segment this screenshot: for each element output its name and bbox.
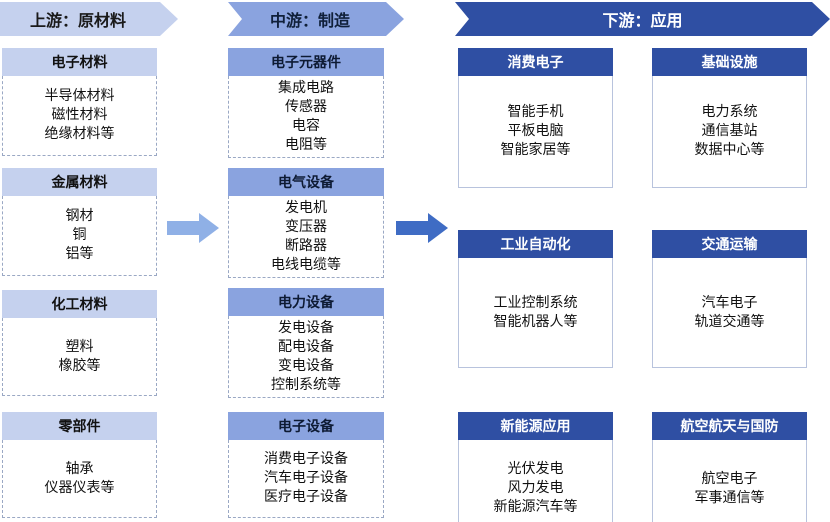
card-item: 汽车电子设备	[264, 470, 348, 486]
stage-banner-midstream: 中游：制造	[228, 2, 404, 36]
card-item: 航空电子	[701, 470, 758, 487]
card-item: 电阻等	[285, 136, 327, 153]
card-item: 传感器	[285, 98, 327, 115]
card-item: 电力系统	[701, 104, 758, 120]
card-title: 交通运输	[652, 230, 807, 258]
card-item: 绝缘材料等	[44, 126, 115, 142]
card-body: 工业控制系统 智能机器人等	[458, 258, 613, 368]
downstream-card-consumer-electronics: 消费电子 智能手机 平板电脑 智能家居等	[458, 48, 613, 188]
flow-arrow-upstream-to-midstream	[167, 213, 219, 243]
card-title: 消费电子	[458, 48, 613, 76]
stage-label-midstream: 中游：制造	[270, 11, 351, 30]
upstream-card-chemical-materials: 化工材料 塑料 橡胶等	[2, 290, 157, 396]
card-item: 铜	[72, 227, 87, 243]
card-body: 消费电子设备 汽车电子设备 医疗电子设备	[228, 440, 384, 518]
upstream-card-electronic-materials: 电子材料 半导体材料 磁性材料 绝缘材料等	[2, 48, 157, 156]
card-item: 平板电脑	[507, 123, 564, 139]
card-item: 汽车电子	[701, 294, 758, 311]
card-item: 集成电路	[278, 79, 334, 96]
card-item: 智能手机	[507, 104, 564, 120]
card-title: 电子设备	[228, 412, 384, 440]
card-item: 半导体材料	[44, 88, 115, 104]
card-body: 光伏发电 风力发电 新能源汽车等	[458, 440, 613, 522]
card-item: 橡胶等	[58, 357, 101, 374]
card-item: 钢材	[65, 208, 94, 224]
card-title: 金属材料	[2, 168, 157, 196]
card-item: 发电机	[285, 199, 327, 216]
card-title: 电子元器件	[228, 48, 384, 76]
card-title: 工业自动化	[458, 230, 613, 258]
card-title: 电力设备	[228, 288, 384, 316]
card-item: 军事通信等	[694, 489, 765, 506]
midstream-card-electronic-equipment: 电子设备 消费电子设备 汽车电子设备 医疗电子设备	[228, 412, 384, 518]
card-item: 新能源汽车等	[493, 499, 578, 515]
stage-label-downstream: 下游：应用	[602, 11, 683, 30]
stage-banner-upstream: 上游：原材料	[0, 2, 178, 36]
card-title: 基础设施	[652, 48, 807, 76]
card-item: 断路器	[285, 237, 327, 254]
card-item: 通信基站	[701, 123, 758, 139]
card-item: 配电设备	[278, 338, 334, 355]
card-body: 半导体材料 磁性材料 绝缘材料等	[2, 76, 157, 156]
downstream-card-new-energy: 新能源应用 光伏发电 风力发电 新能源汽车等	[458, 412, 613, 522]
midstream-card-electronic-components: 电子元器件 集成电路 传感器 电容 电阻等	[228, 48, 384, 158]
card-body: 集成电路 传感器 电容 电阻等	[228, 76, 384, 158]
downstream-card-aerospace-defense: 航空航天与国防 航空电子 军事通信等	[652, 412, 807, 522]
stage-label-upstream: 上游：原材料	[30, 11, 127, 30]
card-item: 轨道交通等	[694, 313, 765, 330]
card-item: 数据中心等	[694, 142, 765, 158]
card-title: 零部件	[2, 412, 157, 440]
card-body: 轴承 仪器仪表等	[2, 440, 157, 518]
card-item: 轴承	[65, 460, 94, 477]
card-title: 新能源应用	[458, 412, 613, 440]
downstream-card-transportation: 交通运输 汽车电子 轨道交通等	[652, 230, 807, 368]
card-item: 变电设备	[278, 357, 334, 374]
card-item: 铝等	[65, 246, 94, 262]
card-body: 发电设备 配电设备 变电设备 控制系统等	[228, 316, 384, 398]
card-item: 发电设备	[278, 319, 334, 336]
card-item: 控制系统等	[271, 376, 341, 393]
card-item: 风力发电	[507, 480, 564, 496]
card-item: 光伏发电	[507, 461, 564, 477]
card-body: 汽车电子 轨道交通等	[652, 258, 807, 368]
flow-arrow-midstream-to-downstream	[396, 213, 448, 243]
card-item: 智能家居等	[500, 142, 571, 158]
upstream-card-metal-materials: 金属材料 钢材 铜 铝等	[2, 168, 157, 276]
card-item: 磁性材料	[51, 107, 108, 123]
card-item: 变压器	[285, 218, 327, 235]
card-body: 塑料 橡胶等	[2, 318, 157, 396]
midstream-card-power-equipment: 电力设备 发电设备 配电设备 变电设备 控制系统等	[228, 288, 384, 398]
card-body: 电力系统 通信基站 数据中心等	[652, 76, 807, 188]
downstream-card-infrastructure: 基础设施 电力系统 通信基站 数据中心等	[652, 48, 807, 188]
upstream-card-components: 零部件 轴承 仪器仪表等	[2, 412, 157, 518]
card-body: 发电机 变压器 断路器 电线电缆等	[228, 196, 384, 278]
card-item: 工业控制系统	[493, 294, 578, 311]
card-item: 智能机器人等	[493, 313, 578, 330]
card-body: 智能手机 平板电脑 智能家居等	[458, 76, 613, 188]
card-item: 消费电子设备	[264, 451, 348, 467]
downstream-card-industrial-automation: 工业自动化 工业控制系统 智能机器人等	[458, 230, 613, 368]
stage-banner-downstream: 下游：应用	[455, 2, 830, 36]
card-item: 塑料	[65, 338, 94, 355]
card-title: 化工材料	[2, 290, 157, 318]
card-body: 钢材 铜 铝等	[2, 196, 157, 276]
midstream-card-electrical-equipment: 电气设备 发电机 变压器 断路器 电线电缆等	[228, 168, 384, 278]
card-item: 医疗电子设备	[264, 489, 348, 505]
card-title: 电子材料	[2, 48, 157, 76]
card-title: 航空航天与国防	[652, 412, 807, 440]
card-item: 仪器仪表等	[44, 479, 115, 496]
card-body: 航空电子 军事通信等	[652, 440, 807, 522]
card-item: 电线电缆等	[271, 256, 341, 273]
card-item: 电容	[292, 117, 320, 134]
card-title: 电气设备	[228, 168, 384, 196]
